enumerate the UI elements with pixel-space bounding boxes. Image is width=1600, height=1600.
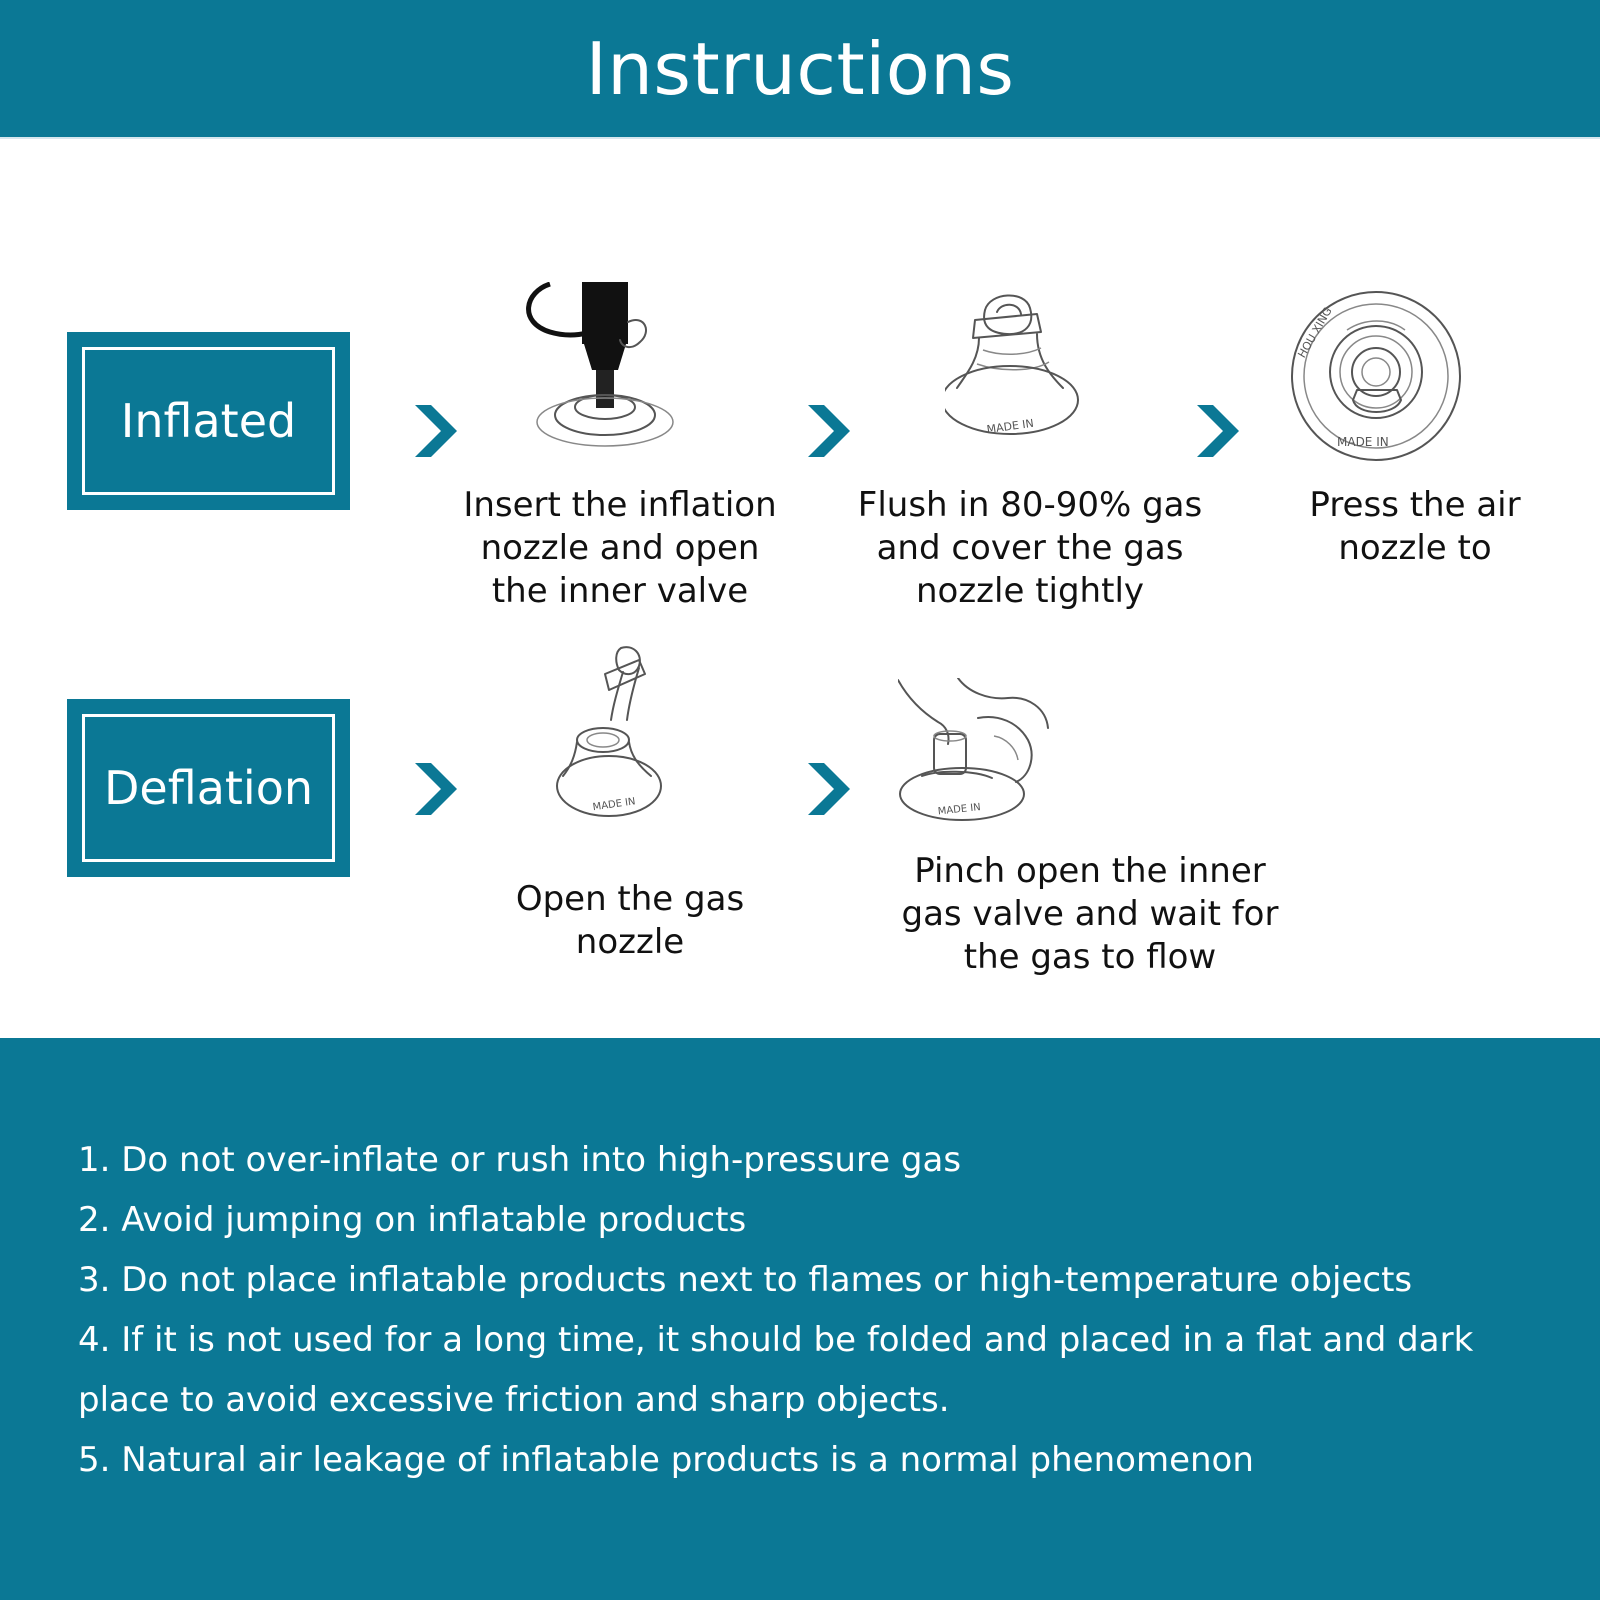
caption-line: nozzle tightly: [915, 571, 1145, 611]
inflated-step-1-caption: Insert the inflation nozzle and open the…: [440, 484, 800, 613]
caption-line: nozzle to: [1338, 528, 1492, 568]
pinch-valve-illustration: MADE IN: [898, 678, 1049, 821]
caption-line: the inner valve: [491, 571, 749, 611]
valve-top-view-illustration: MADE IN HOU XING: [1291, 291, 1461, 461]
caption-line: the gas to flow: [963, 937, 1217, 977]
insert-nozzle-illustration: [526, 282, 674, 447]
deflation-label-box: Deflation: [67, 699, 350, 877]
inflated-step-3-caption: Press the air nozzle to: [1270, 484, 1560, 570]
chevron-right-icon: [415, 405, 457, 457]
note-item: 4. If it is not used for a long time, it…: [78, 1320, 1474, 1420]
caption-line: Press the air: [1309, 485, 1521, 525]
valve-stamp-text: MADE IN: [937, 802, 981, 817]
caption-line: Open the gas: [515, 879, 745, 919]
caption-line: gas valve and wait for: [901, 894, 1279, 934]
chevron-right-icon: [808, 405, 850, 457]
caption-line: nozzle: [575, 922, 685, 962]
inflated-label: Inflated: [82, 347, 335, 495]
chevron-right-icon: [808, 763, 850, 815]
valve-stamp-text: MADE IN: [592, 796, 636, 813]
valve-stamp-text: MADE IN: [1337, 435, 1389, 449]
valve-closed-illustration: MADE IN: [945, 294, 1079, 436]
inflated-label-box: Inflated: [67, 332, 350, 510]
open-nozzle-illustration: MADE IN: [556, 646, 662, 817]
page-title: Instructions: [585, 26, 1015, 111]
note-item: 3. Do not place inflatable products next…: [78, 1260, 1413, 1300]
caption-line: Insert the inflation: [463, 485, 777, 525]
caption-line: nozzle and open: [480, 528, 760, 568]
notes-panel: [0, 1038, 1600, 1600]
inflated-step-2-caption: Flush in 80-90% gas and cover the gas no…: [840, 484, 1220, 613]
chevron-right-icon: [1197, 405, 1239, 457]
deflation-step-2-caption: Pinch open the inner gas valve and wait …: [880, 850, 1300, 979]
valve-stamp-text: HOU XING: [1295, 305, 1334, 360]
caption-line: Pinch open the inner: [914, 851, 1266, 891]
note-item: 1. Do not over-inflate or rush into high…: [78, 1140, 962, 1180]
caption-line: Flush in 80-90% gas: [857, 485, 1203, 525]
note-item: 2. Avoid jumping on inflatable products: [78, 1200, 747, 1240]
chevron-right-icon: [415, 763, 457, 815]
caption-line: and cover the gas: [876, 528, 1184, 568]
note-item: 5. Natural air leakage of inflatable pro…: [78, 1440, 1254, 1480]
notes-list: 1. Do not over-inflate or rush into high…: [78, 1130, 1548, 1490]
deflation-label: Deflation: [82, 714, 335, 862]
deflation-step-1-caption: Open the gas nozzle: [480, 878, 780, 964]
header-banner: Instructions: [0, 0, 1600, 139]
